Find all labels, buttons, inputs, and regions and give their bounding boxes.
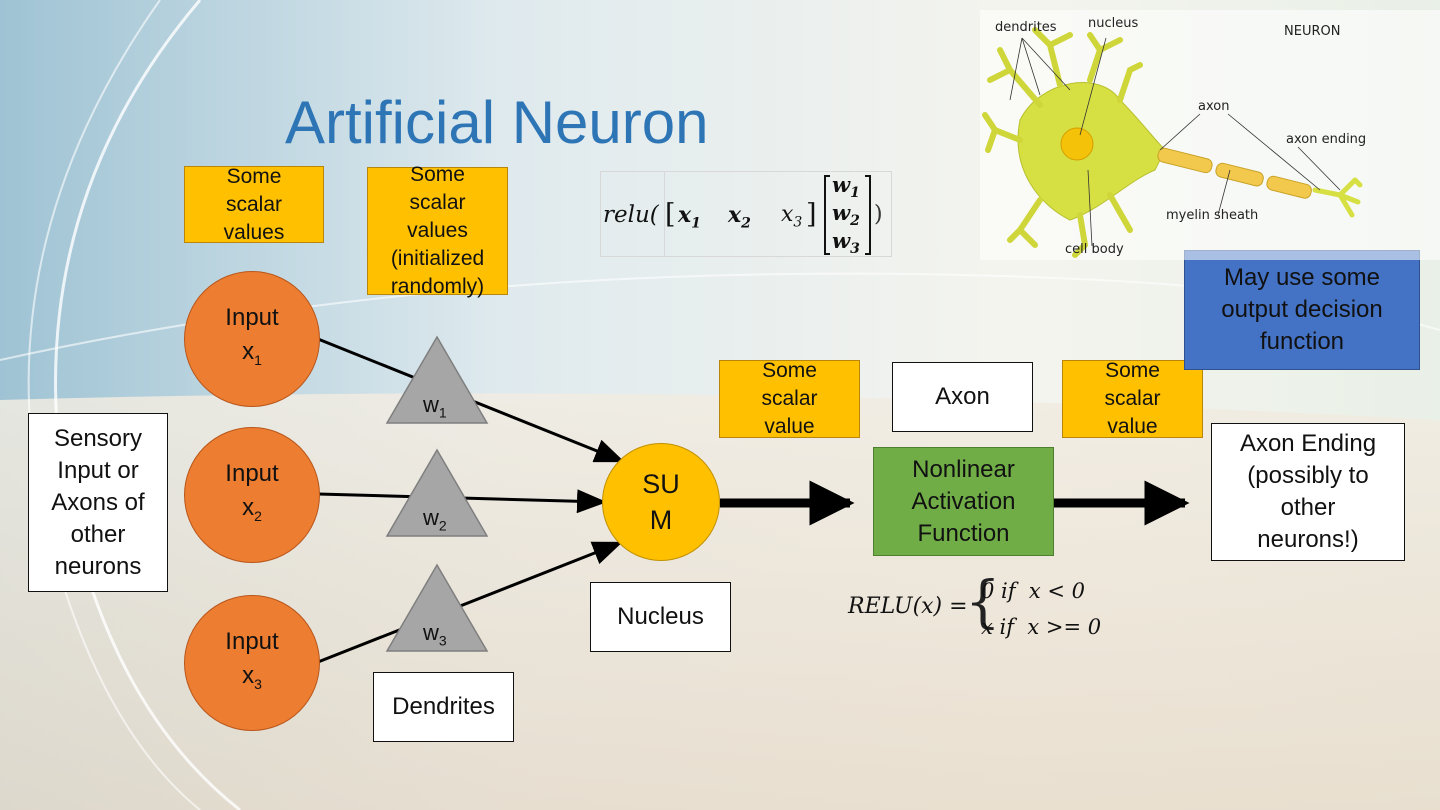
label-axon: axon [1198, 99, 1230, 114]
col-w2: w2 [832, 200, 860, 230]
label-myelin-sheath: myelin sheath [1166, 208, 1259, 223]
dendrites-box: Dendrites [373, 672, 514, 742]
label-axon-ending: axon ending [1286, 132, 1367, 147]
label-neuron-title: NEURON [1284, 24, 1341, 39]
nucleus-box: Nucleus [590, 582, 731, 652]
label-dendrites: dendrites [995, 20, 1057, 35]
input1-connector [317, 337, 625, 463]
label-cell-body: cell body [1065, 242, 1124, 257]
relu-close-paren: ) [874, 202, 883, 227]
label-nucleus: nucleus [1088, 16, 1139, 31]
relu-fn-name: relu( [603, 202, 659, 228]
input3-connector [317, 541, 623, 664]
input2-connector [317, 489, 607, 514]
row-x2: x2 [728, 202, 751, 232]
weight-label-1: w1 [423, 392, 447, 421]
col-vector-open-bracket [824, 175, 830, 255]
relu-case-positive: x if x >= 0 [981, 615, 1102, 639]
col-vector-close-bracket [865, 175, 871, 255]
row-x1: x1 [678, 202, 701, 232]
row-x3: x3 [781, 202, 803, 231]
row-vector-open-bracket: [ [665, 199, 676, 230]
relu-definition-lhs: RELU(x) = [848, 594, 968, 619]
relu-matrix-equation: relu( [ x1 x2 x3 ] w1 w2 w3 ) [600, 171, 892, 257]
weight-label-2: w2 [423, 505, 447, 534]
axon-box: Axon [892, 362, 1033, 432]
biological-neuron-illustration [980, 10, 1440, 260]
slide-title: Artificial Neuron [285, 89, 709, 156]
col-w3: w3 [832, 228, 860, 258]
row-vector-close-bracket: ] [806, 199, 817, 230]
relu-case-negative: 0 if x < 0 [981, 579, 1086, 603]
relu-definition-brace: { [965, 570, 1001, 635]
col-w1: w1 [832, 172, 860, 202]
weight-label-3: w3 [423, 620, 447, 649]
